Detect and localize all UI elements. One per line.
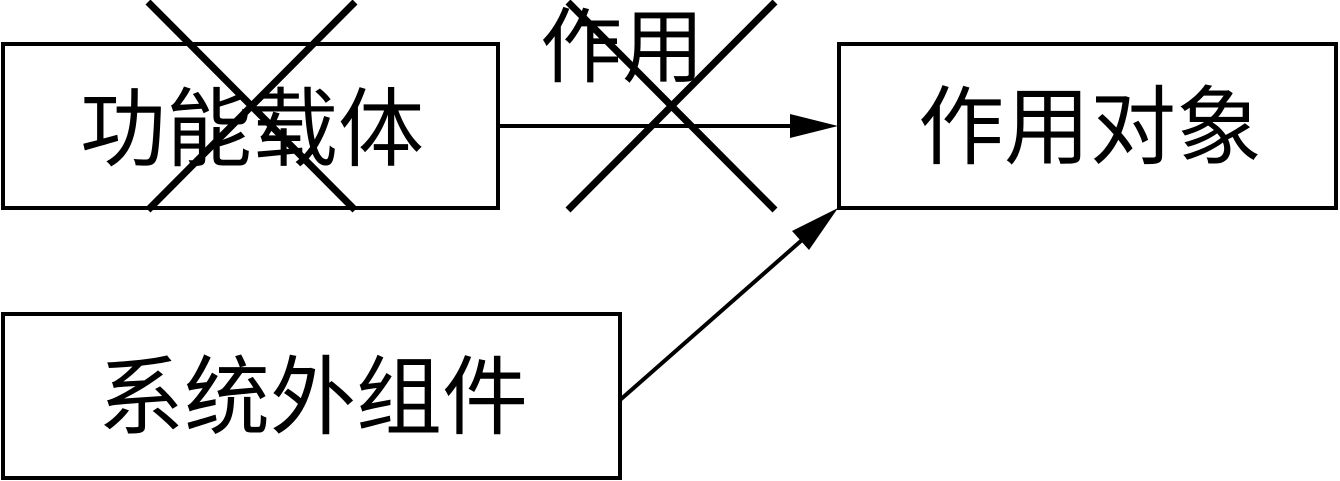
cross-mark-function-carrier bbox=[145, 0, 358, 213]
node-function-carrier: 功能载体 bbox=[1, 42, 500, 210]
node-external-component-label: 系统外组件 bbox=[98, 348, 528, 448]
node-function-carrier-label: 功能载体 bbox=[80, 80, 424, 180]
node-external-component-box bbox=[1, 312, 622, 480]
edge-carrier-to-target-arrowhead bbox=[790, 114, 838, 138]
node-external-component: 系统外组件 bbox=[1, 312, 622, 480]
edge-external-to-target bbox=[618, 208, 838, 402]
edge-carrier-to-target-label: 作用 bbox=[540, 1, 704, 96]
node-target-object-label: 作用对象 bbox=[918, 78, 1262, 178]
edge-external-to-target-line bbox=[618, 238, 804, 402]
cross-mark-action bbox=[565, 0, 778, 213]
edge-carrier-to-target: 作用 bbox=[498, 1, 838, 138]
cross-mark-action-stroke-2 bbox=[565, 0, 778, 213]
node-target-object: 作用对象 bbox=[837, 42, 1338, 210]
node-target-object-box bbox=[837, 42, 1338, 210]
edge-external-to-target-arrowhead bbox=[792, 208, 838, 250]
node-function-carrier-box bbox=[1, 42, 500, 210]
cross-mark-function-carrier-stroke-2 bbox=[145, 0, 358, 213]
